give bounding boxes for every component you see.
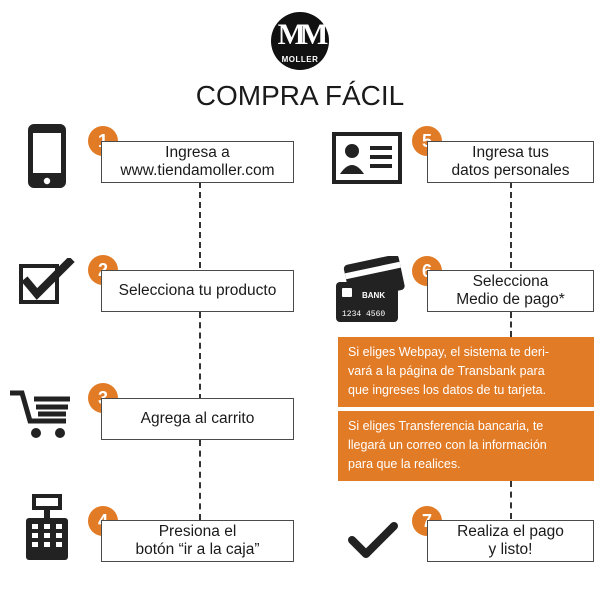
cash-register-icon [22, 492, 72, 564]
transfer-note: Si eliges Transferencia bancaria, te lle… [338, 411, 594, 481]
step-4-line2: botón “ir a la caja” [135, 541, 260, 558]
credit-card-icon: BANK 1234 4560 [332, 256, 410, 326]
smartphone-icon [26, 122, 68, 190]
step-2-box: Selecciona tu producto [101, 270, 294, 312]
step-1-line1: Ingresa a [165, 144, 230, 161]
webpay-note-line1: Si eliges Webpay, el sistema te deri- [348, 345, 550, 359]
logo-name: MOLLER [281, 55, 319, 64]
webpay-note-line3: que ingreses los datos de tu tarjeta. [348, 383, 547, 397]
transfer-note-line2: llegará un correo con la información [348, 438, 547, 452]
transfer-note-line1: Si eliges Transferencia bancaria, te [348, 419, 544, 433]
connector-6-7 [510, 312, 512, 337]
step-6-box: Selecciona Medio de pago* [427, 270, 594, 312]
step-6-line1: Selecciona [472, 273, 549, 290]
step-5-line1: Ingresa tus [472, 144, 549, 161]
shopping-cart-icon [8, 387, 76, 441]
connector-6-7-lower [510, 481, 512, 519]
connector-5-6 [510, 182, 512, 268]
connector-3-4 [199, 440, 201, 520]
step-7-line1: Realiza el pago [457, 523, 564, 540]
step-2-line1: Selecciona tu producto [118, 282, 277, 299]
checkbox-icon [17, 258, 77, 308]
moller-logo: MM MOLLER [271, 12, 329, 70]
checkmark-icon [348, 520, 398, 560]
step-4-line1: Presiona el [158, 523, 237, 540]
connector-2-3 [199, 312, 201, 400]
webpay-note-line2: vará a la página de Transbank para [348, 364, 545, 378]
id-card-icon [330, 130, 404, 186]
step-1-line2: www.tiendamoller.com [120, 162, 275, 179]
step-5-line2: datos personales [451, 162, 570, 179]
step-1-box: Ingresa a www.tiendamoller.com [101, 141, 294, 183]
card-number: 1234 4560 [342, 310, 385, 319]
connector-1-2 [199, 182, 201, 268]
step-7-line2: y listo! [488, 541, 533, 558]
step-3-line1: Agrega al carrito [140, 410, 255, 427]
transfer-note-line3: para que la realices. [348, 457, 461, 471]
step-3-box: Agrega al carrito [101, 398, 294, 440]
webpay-note: Si eliges Webpay, el sistema te deri- va… [338, 337, 594, 407]
card-bank-label: BANK [362, 291, 385, 300]
logo-letters: MM [277, 18, 329, 51]
step-6-line2: Medio de pago* [456, 291, 565, 308]
step-5-box: Ingresa tus datos personales [427, 141, 594, 183]
page-title: COMPRA FÁCIL [195, 80, 405, 111]
step-4-box: Presiona el botón “ir a la caja” [101, 520, 294, 562]
step-7-box: Realiza el pago y listo! [427, 520, 594, 562]
